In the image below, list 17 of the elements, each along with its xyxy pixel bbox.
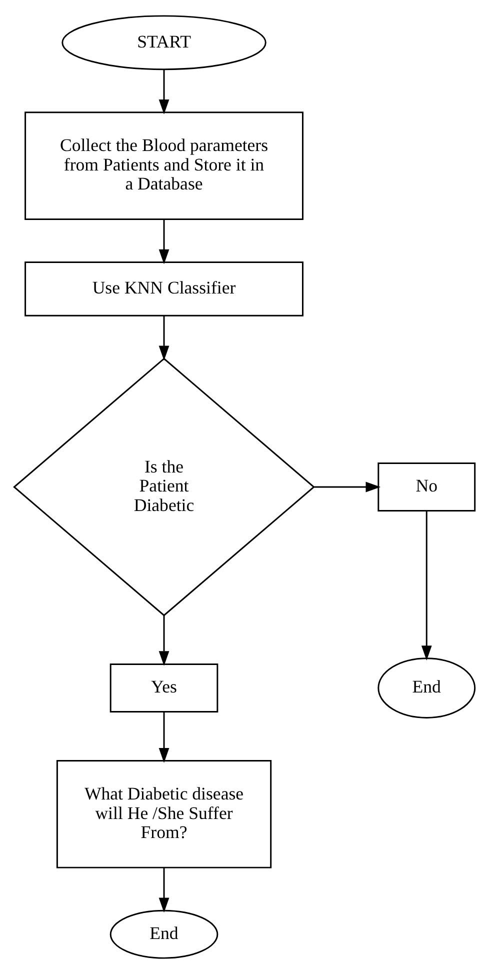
- arrow: [158, 868, 170, 913]
- node-box: Collect the Blood parameters from Patients and Store it in a Database: [24, 112, 304, 220]
- node-box: Use KNN Classifier: [24, 261, 304, 316]
- arrow: [314, 482, 381, 492]
- node-ellipse: End: [378, 658, 476, 718]
- arrow: [158, 712, 170, 763]
- node-box: What Diabetic disease will He /She Suffer From?: [56, 760, 272, 868]
- node-diamond: Is the Patient Diabetic: [13, 358, 315, 616]
- arrow: [158, 616, 170, 666]
- arrow: [158, 70, 170, 114]
- node-ellipse: End: [110, 910, 218, 959]
- arrow: [158, 316, 170, 361]
- node-box: No: [378, 462, 476, 512]
- node-box: Yes: [110, 664, 218, 713]
- node-ellipse: START: [62, 15, 266, 70]
- arrow: [158, 220, 170, 264]
- arrow: [421, 510, 432, 660]
